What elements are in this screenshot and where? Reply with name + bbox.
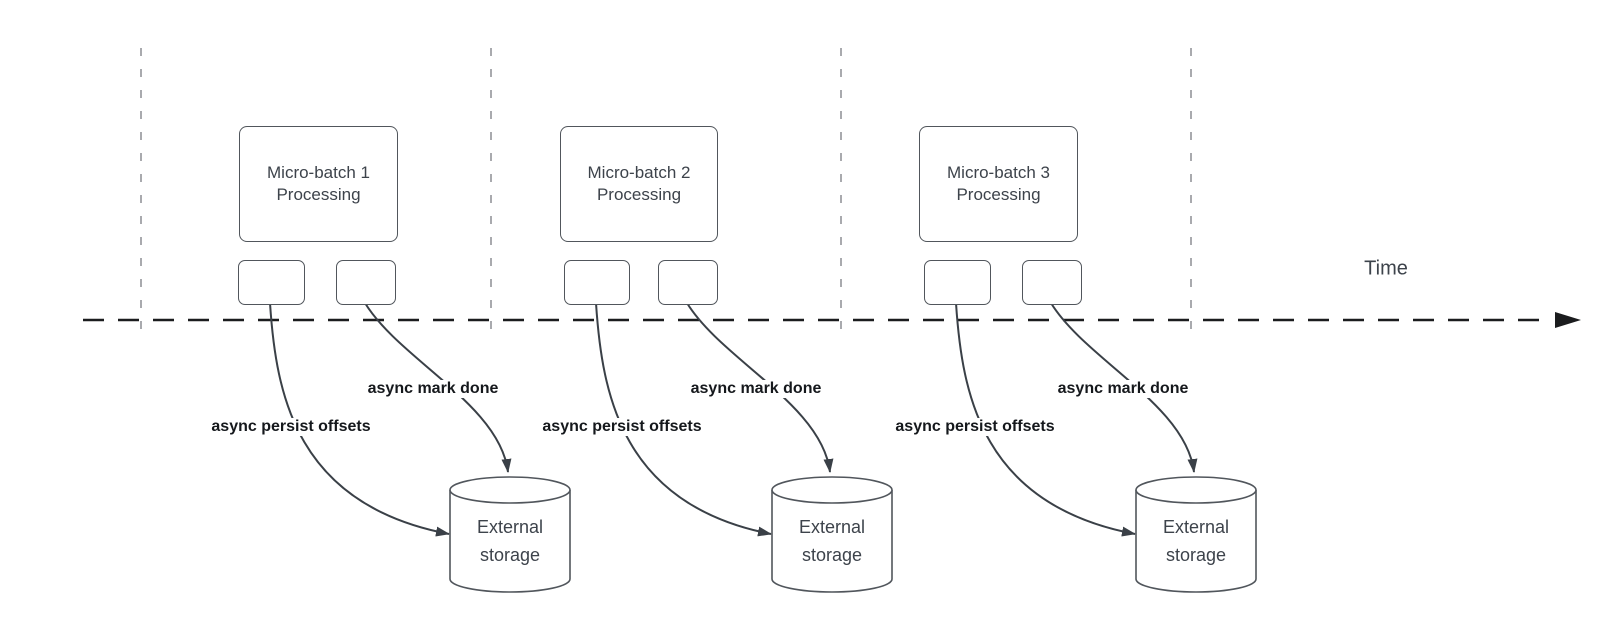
micro-batch-3-label: Micro-batch 3 Processing xyxy=(947,163,1050,204)
cylinder-body-2 xyxy=(771,490,893,593)
cylinder-body-1 xyxy=(449,490,571,593)
offset-task-box-1 xyxy=(238,260,305,305)
external-storage-1-label: External storage xyxy=(476,517,544,565)
flow-persist-offsets-2 xyxy=(595,302,772,537)
cylinder-top-1 xyxy=(449,476,571,504)
external-storage-2-label: External storage xyxy=(798,517,866,565)
mark-done-label-2: async mark done xyxy=(687,380,825,398)
mark-done-label-3: async mark done xyxy=(1054,380,1192,398)
external-storage-2: External storage xyxy=(772,497,892,585)
timeline-group xyxy=(83,312,1581,328)
micro-batch-3-box: Micro-batch 3 Processing xyxy=(919,126,1078,242)
flow-persist-offsets-1 xyxy=(269,302,450,537)
micro-batch-1-box: Micro-batch 1 Processing xyxy=(239,126,398,242)
external-storage-3-label: External storage xyxy=(1162,517,1230,565)
offset-task-box-2 xyxy=(564,260,630,305)
done-task-box-2 xyxy=(658,260,718,305)
time-axis-label: Time xyxy=(1364,257,1408,280)
timeline-arrowhead xyxy=(1555,312,1581,328)
cylinder-top-2 xyxy=(771,476,893,504)
cylinder-body-3 xyxy=(1135,490,1257,593)
offset-task-box-3 xyxy=(924,260,991,305)
cylinder-top-3 xyxy=(1135,476,1257,504)
flow-persist-offsets-3 xyxy=(955,302,1136,537)
cylinders-group xyxy=(449,476,1257,593)
persist-offsets-label-2: async persist offsets xyxy=(539,418,705,436)
micro-batch-1-label: Micro-batch 1 Processing xyxy=(267,163,370,204)
done-task-box-3 xyxy=(1022,260,1082,305)
external-storage-3: External storage xyxy=(1136,497,1256,585)
micro-batch-2-label: Micro-batch 2 Processing xyxy=(587,163,691,204)
mark-done-label-1: async mark done xyxy=(364,380,502,398)
guidelines-group xyxy=(140,48,1192,338)
external-storage-1: External storage xyxy=(450,497,570,585)
micro-batch-2-box: Micro-batch 2 Processing xyxy=(560,126,718,242)
persist-offsets-label-1: async persist offsets xyxy=(208,418,374,436)
done-task-box-1 xyxy=(336,260,396,305)
persist-offsets-label-3: async persist offsets xyxy=(892,418,1058,436)
